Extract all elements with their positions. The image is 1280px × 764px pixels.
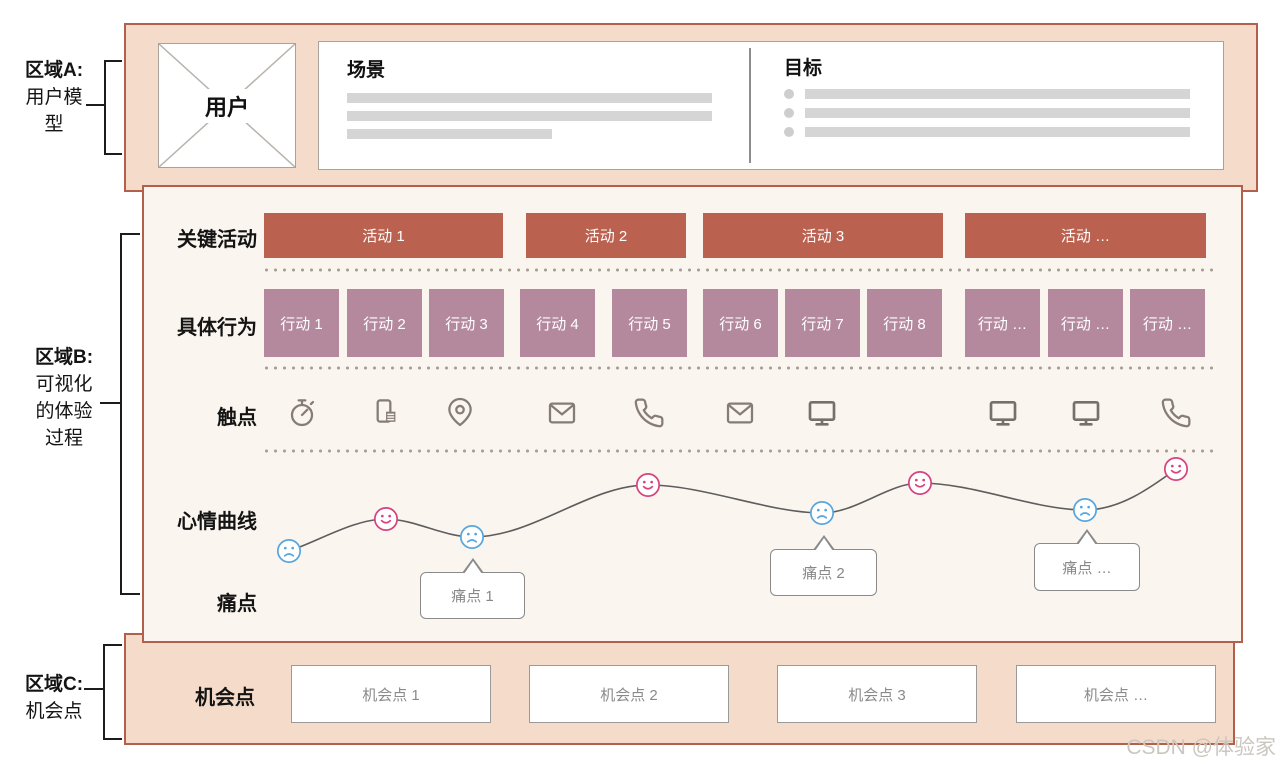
activity-bar: 活动 3: [703, 213, 943, 258]
action-box: 行动 1: [264, 289, 339, 357]
panel-user-model: 用户 场景 目标: [124, 23, 1258, 192]
region-b-connector: [100, 402, 120, 404]
action-box: 行动 2: [347, 289, 422, 357]
activity-bar: 活动 1: [264, 213, 503, 258]
placeholder-bar: [347, 129, 552, 139]
opportunities-row-label: 机会点: [195, 687, 255, 709]
happy-face-icon: [635, 472, 661, 498]
placeholder-bar: [347, 93, 712, 103]
region-a-line: 用户模: [25, 87, 83, 108]
opportunity-box: 机会点 1: [291, 665, 491, 723]
region-b-label: 区域B: 可视化 的体验 过程: [14, 344, 114, 452]
opportunity-box: 机会点 2: [529, 665, 729, 723]
goal-section: 目标: [751, 42, 1223, 169]
mail-icon: [723, 396, 757, 430]
scenario-goal-card: 场景 目标: [318, 41, 1224, 170]
action-box: 行动 …: [1130, 289, 1205, 357]
scenario-title: 场景: [347, 60, 386, 81]
placeholder-bar: [347, 111, 712, 121]
action-box: 行动 6: [703, 289, 778, 357]
placeholder-bar: [805, 89, 1190, 99]
region-c-label: 区域C: 机会点: [6, 671, 102, 725]
user-label: 用户: [199, 88, 254, 123]
action-box: 行动 …: [965, 289, 1040, 357]
placeholder-bar: [805, 127, 1190, 137]
bullet-dot: [784, 89, 794, 99]
bullet-dot: [784, 108, 794, 118]
region-b-line: 可视化: [35, 374, 93, 395]
placeholder-bar: [805, 108, 1190, 118]
location-pin-icon: [443, 396, 477, 430]
region-b-bracket: [120, 233, 140, 595]
panel-opportunities: 机会点 机会点 1 机会点 2 机会点 3 机会点 …: [124, 633, 1235, 745]
dotted-separator: [262, 449, 1214, 453]
region-b-title: 区域B:: [34, 347, 94, 368]
painpoint-callout: 痛点 …: [1034, 529, 1140, 591]
happy-face-icon: [907, 470, 933, 496]
region-c-line: 机会点: [25, 701, 83, 722]
goal-title: 目标: [784, 58, 823, 79]
stopwatch-icon: [285, 396, 319, 430]
region-a-bracket: [104, 60, 122, 155]
sad-face-icon: [276, 538, 302, 564]
dotted-separator: [262, 268, 1214, 272]
watermark: CSDN @体验家: [1126, 736, 1276, 759]
panel-experience-process: 关键活动 具体行为 触点 心情曲线 痛点 活动 1 活动 2 活动 3 活动 ……: [142, 185, 1243, 643]
region-b-line: 过程: [44, 428, 83, 449]
action-box: 行动 7: [785, 289, 860, 357]
touchpoints-row-label: 触点: [217, 407, 257, 429]
goal-bullet-row: [784, 108, 1223, 118]
happy-face-icon: [1163, 456, 1189, 482]
mail-icon: [545, 396, 579, 430]
section-divider: [749, 48, 751, 163]
action-box: 行动 …: [1048, 289, 1123, 357]
monitor-icon: [805, 396, 839, 430]
action-box: 行动 4: [520, 289, 595, 357]
mood-curve: [288, 468, 1177, 552]
smartphone-icon: [368, 396, 402, 430]
sad-face-icon: [459, 524, 485, 550]
phone-icon: [1159, 396, 1193, 430]
bullet-dot: [784, 127, 794, 137]
region-a-line: 型: [44, 114, 64, 135]
activities-row-label: 关键活动: [177, 229, 257, 251]
monitor-icon: [1069, 396, 1103, 430]
scenario-section: 场景: [319, 42, 749, 169]
region-c-title: 区域C:: [24, 674, 84, 695]
mood-row-label: 心情曲线: [177, 511, 257, 533]
actions-row-label: 具体行为: [177, 317, 257, 339]
dotted-separator: [262, 366, 1214, 370]
activity-bar: 活动 2: [526, 213, 686, 258]
painpoint-callout: 痛点 2: [770, 535, 877, 596]
painpoint-callout: 痛点 1: [420, 558, 525, 619]
action-box: 行动 8: [867, 289, 942, 357]
region-a-connector: [86, 104, 104, 106]
activity-bar: 活动 …: [965, 213, 1206, 258]
action-box: 行动 5: [612, 289, 687, 357]
monitor-icon: [986, 396, 1020, 430]
region-a-title: 区域A:: [24, 60, 84, 81]
region-a-label: 区域A: 用户模 型: [6, 57, 102, 138]
user-avatar-placeholder: 用户: [158, 43, 296, 168]
opportunity-box: 机会点 3: [777, 665, 977, 723]
region-c-connector: [84, 688, 103, 690]
painpoints-row-label: 痛点: [217, 593, 257, 615]
phone-icon: [632, 396, 666, 430]
happy-face-icon: [373, 506, 399, 532]
goal-bullet-row: [784, 127, 1223, 137]
region-b-line: 的体验: [35, 401, 93, 422]
opportunity-box: 机会点 …: [1016, 665, 1216, 723]
region-c-bracket: [103, 644, 122, 740]
sad-face-icon: [1072, 497, 1098, 523]
scenario-placeholder-bars: [347, 93, 749, 139]
action-box: 行动 3: [429, 289, 504, 357]
sad-face-icon: [809, 500, 835, 526]
goal-bullet-row: [784, 89, 1223, 99]
